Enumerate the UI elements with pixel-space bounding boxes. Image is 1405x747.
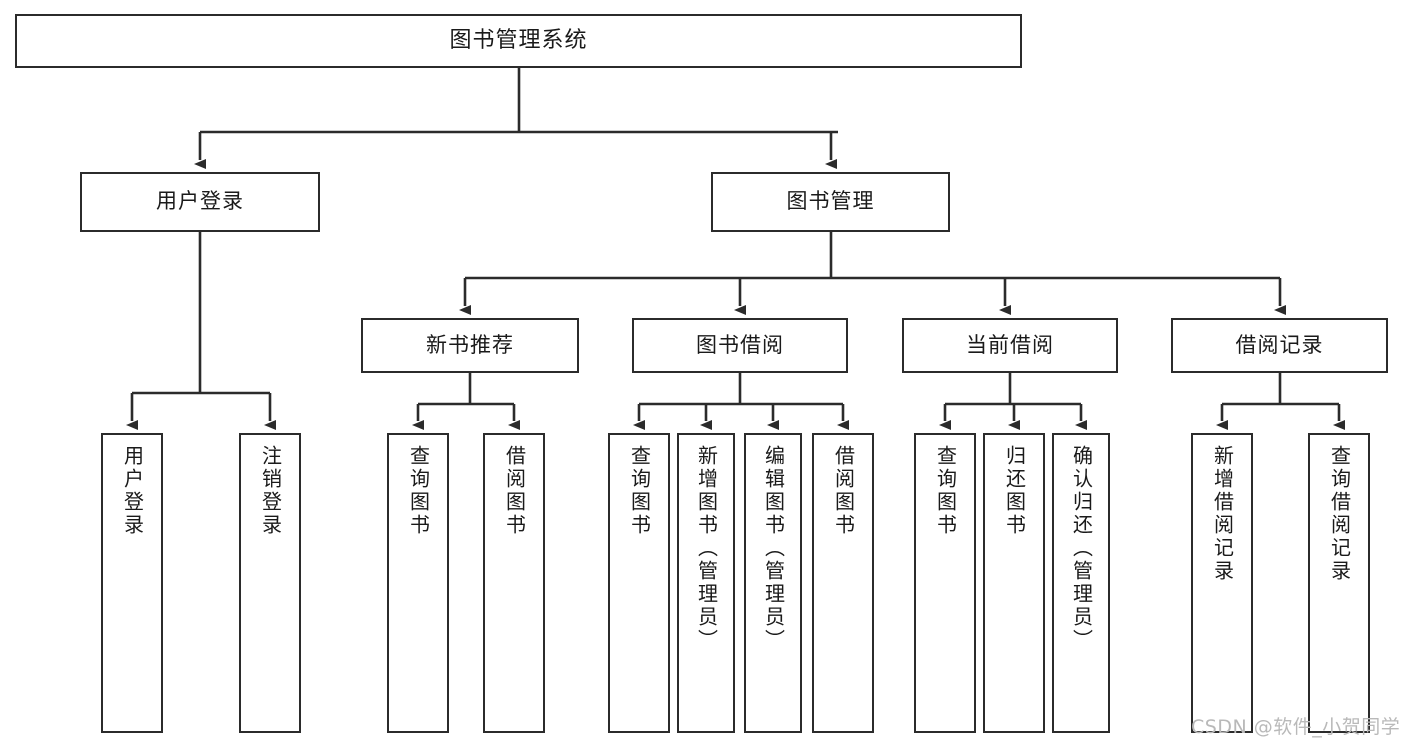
leaf-label: 新增借阅记录 <box>1210 445 1235 583</box>
leaf-label: 编辑图书（管理员） <box>761 445 786 652</box>
node-book-borrow[interactable]: 图书借阅 <box>632 318 848 373</box>
node-leaf-confirm-return-admin[interactable]: 确认归还（管理员） <box>1052 433 1110 733</box>
leaf-label: 注销登录 <box>258 445 283 537</box>
leaf-label: 查询图书 <box>933 445 958 537</box>
node-leaf-add-book-admin[interactable]: 新增图书（管理员） <box>677 433 735 733</box>
leaf-label: 借阅图书 <box>502 445 527 537</box>
leaf-label: 确认归还（管理员） <box>1069 445 1094 652</box>
node-root-system[interactable]: 图书管理系统 <box>15 14 1022 68</box>
node-leaf-return-book[interactable]: 归还图书 <box>983 433 1045 733</box>
node-user-login[interactable]: 用户登录 <box>80 172 320 232</box>
node-leaf-query-borrow-record[interactable]: 查询借阅记录 <box>1308 433 1370 733</box>
node-new-book-recommend[interactable]: 新书推荐 <box>361 318 579 373</box>
leaf-label: 用户登录 <box>120 445 145 537</box>
csdn-watermark: CSDN @软件_小贺同学 <box>1191 716 1401 738</box>
node-leaf-query-book-3[interactable]: 查询图书 <box>914 433 976 733</box>
leaf-label: 查询图书 <box>406 445 431 537</box>
node-borrow-record[interactable]: 借阅记录 <box>1171 318 1388 373</box>
node-current-borrow[interactable]: 当前借阅 <box>902 318 1118 373</box>
leaf-label: 归还图书 <box>1002 445 1027 537</box>
node-leaf-borrow-book-1[interactable]: 借阅图书 <box>483 433 545 733</box>
node-leaf-add-borrow-record[interactable]: 新增借阅记录 <box>1191 433 1253 733</box>
node-leaf-user-login[interactable]: 用户登录 <box>101 433 163 733</box>
node-leaf-query-book-1[interactable]: 查询图书 <box>387 433 449 733</box>
node-leaf-borrow-book-2[interactable]: 借阅图书 <box>812 433 874 733</box>
node-leaf-logout[interactable]: 注销登录 <box>239 433 301 733</box>
leaf-label: 查询图书 <box>627 445 652 537</box>
leaf-label: 借阅图书 <box>831 445 856 537</box>
node-leaf-edit-book-admin[interactable]: 编辑图书（管理员） <box>744 433 802 733</box>
leaf-label: 查询借阅记录 <box>1327 445 1352 583</box>
leaf-label: 新增图书（管理员） <box>694 445 719 652</box>
node-book-manage[interactable]: 图书管理 <box>711 172 950 232</box>
node-leaf-query-book-2[interactable]: 查询图书 <box>608 433 670 733</box>
